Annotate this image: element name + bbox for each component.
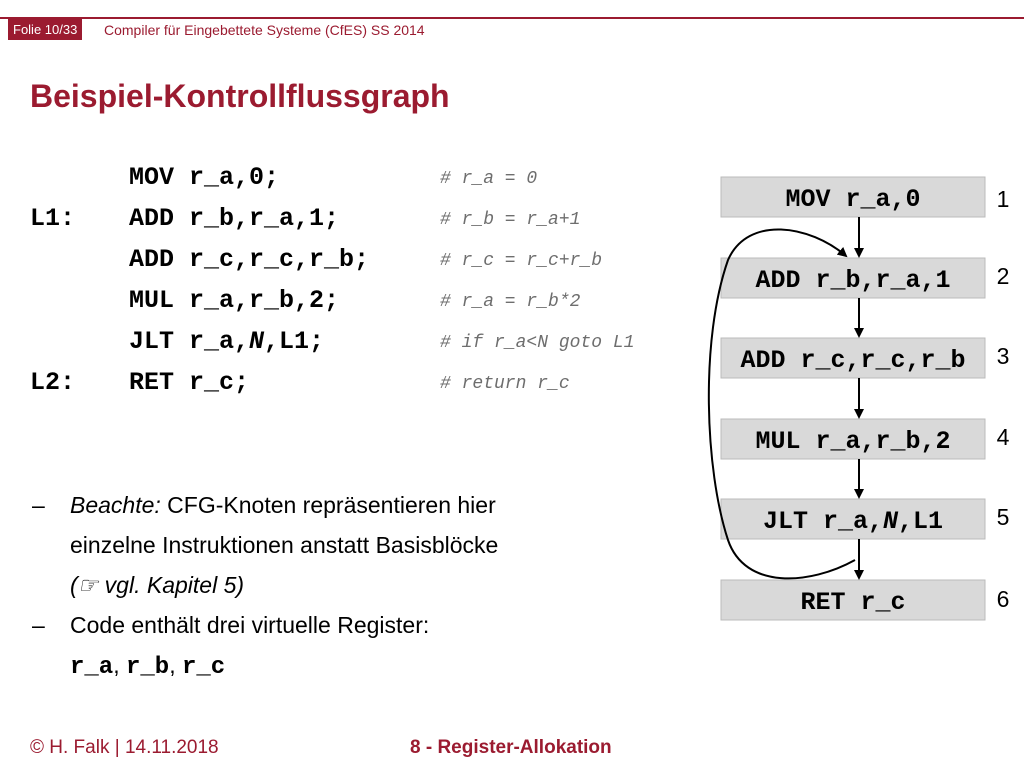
code-comment: # r_a = 0 [440, 169, 538, 189]
cfg-node-number: 2 [997, 263, 1010, 289]
code-instruction: RET r_c; [129, 368, 250, 397]
code-instruction-part: JLT r_a, [129, 327, 250, 356]
bullet-text: Beachte: CFG-Knoten repräsentieren hier [70, 492, 496, 519]
cfg-node-label: ADD r_c,r_c,r_b [740, 346, 965, 375]
cfg-node: JLT r_a,N,L1 5 [720, 498, 1010, 540]
bullet-dash: – [32, 612, 45, 638]
header-rule [0, 17, 1024, 19]
code-instruction-part: ,L1; [264, 327, 325, 356]
code-comment: # if r_a<N goto L1 [440, 333, 635, 353]
code-instruction: ADD r_c,r_c,r_b; [129, 245, 370, 274]
cfg-node: MUL r_a,r_b,2 4 [720, 418, 1010, 460]
cfg-node-number: 5 [997, 504, 1010, 530]
pointing-hand-icon: ☞ [77, 572, 99, 598]
cfg-node-label: JLT r_a,N,L1 [763, 507, 943, 536]
bullet-text: r_a, r_b, r_c [70, 652, 225, 681]
slide-number-badge: Folie 10/33 [8, 19, 83, 40]
cfg-node-label-part: JLT r_a, [763, 507, 883, 536]
footer-chapter: 8 - Register-Allokation [410, 737, 612, 758]
register-name: r_c [182, 654, 226, 681]
cfg-node-label: ADD r_b,r_a,1 [755, 266, 950, 295]
cfg-node-label: RET r_c [800, 588, 905, 617]
cfg-node-label-italic: N [883, 507, 899, 536]
bullet-text-part: , [113, 652, 126, 678]
register-name: r_a [70, 654, 114, 681]
code-instruction: ADD r_b,r_a,1; [129, 204, 340, 233]
footer-author: © H. Falk | 14.11.2018 [30, 737, 219, 758]
bullet-emphasis: Beachte: [70, 492, 161, 518]
bullet-text: einzelne Instruktionen anstatt Basisblöc… [70, 532, 499, 558]
cfg-node-label: MOV r_a,0 [785, 185, 920, 214]
cfg-node: RET r_c 6 [720, 579, 1010, 621]
cfg-node-number: 1 [997, 186, 1010, 212]
bullet-dash: – [32, 492, 45, 518]
code-label: L2: [30, 368, 76, 397]
code-instruction: JLT r_a,N,L1; [129, 327, 324, 356]
bullet-text-part: ( [70, 572, 78, 598]
code-comment: # r_c = r_c+r_b [440, 251, 603, 271]
bullet-text: Code enthält drei virtuelle Register: [70, 612, 430, 638]
code-comment: # return r_c [440, 374, 570, 394]
cfg-node-number: 6 [997, 586, 1010, 612]
cfg-back-edge-5-2 [707, 228, 856, 580]
code-instruction: MOV r_a,0; [129, 163, 280, 192]
bullet-text-part: , [169, 652, 182, 678]
code-instruction-italic: N [249, 327, 265, 356]
code-label: L1: [30, 204, 76, 233]
course-title: Compiler für Eingebettete Systeme (CfES)… [104, 22, 425, 38]
cfg-node: MOV r_a,0 1 [720, 176, 1010, 218]
code-comment: # r_a = r_b*2 [440, 292, 581, 312]
code-instruction: MUL r_a,r_b,2; [129, 286, 340, 315]
bullet-text: (☞ vgl. Kapitel 5) [70, 572, 244, 599]
cfg-node-number: 4 [997, 424, 1010, 450]
bullet-text-part: CFG-Knoten repräsentieren hier [160, 492, 496, 518]
cfg-node-label-part: ,L1 [898, 507, 943, 536]
cfg-node: ADD r_c,r_c,r_b 3 [720, 337, 1010, 379]
code-comment: # r_b = r_a+1 [440, 210, 581, 230]
register-name: r_b [126, 654, 170, 681]
bullet-text-part: vgl. Kapitel 5) [98, 572, 245, 598]
slide-title: Beispiel-Kontrollflussgraph [30, 78, 450, 114]
cfg-node-number: 3 [997, 343, 1010, 369]
cfg-node-label: MUL r_a,r_b,2 [755, 427, 950, 456]
cfg-node: ADD r_b,r_a,1 2 [720, 257, 1010, 299]
